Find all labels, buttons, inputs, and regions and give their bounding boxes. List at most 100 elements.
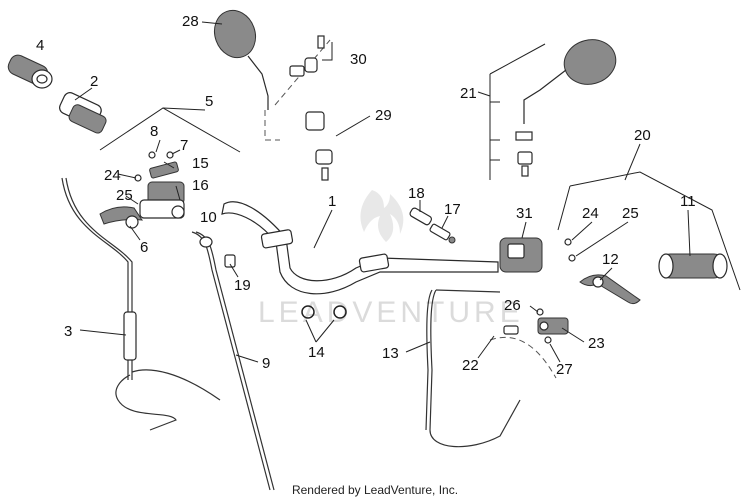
flame-logo-icon [360,190,404,242]
leader-26 [529,305,539,313]
leader-31 [521,221,527,239]
leader-11 [687,209,691,257]
callout-9: 9 [262,355,270,372]
leader-6 [129,225,141,241]
leader-7 [171,149,181,155]
leader-29 [335,115,371,137]
callout-14: 14 [308,344,325,361]
part-11-grip [658,253,728,279]
leader-30 [322,42,333,61]
callout-27: 27 [556,361,573,378]
leader-17 [441,215,449,229]
leader-2 [74,87,93,101]
callout-17: 17 [444,201,461,218]
part-13-cable-b [425,289,433,431]
callout-20: 20 [634,127,651,144]
callout-18: 18 [408,185,425,202]
dash-29 [264,110,280,141]
callout-4: 4 [36,37,44,54]
part-3-cable-upper [61,177,129,380]
part-1-handlebar [221,201,499,295]
leader-14a [305,319,317,343]
callout-5: 5 [205,93,213,110]
part-22-cable-end [503,325,519,335]
part-30-hardware [289,35,325,77]
leader-25b [575,221,629,257]
part-3-cable-branch [131,369,221,401]
callout-28: 28 [182,13,199,30]
dash-22 [489,336,557,379]
callout-19: 19 [234,277,251,294]
part-3-adjuster [123,311,137,361]
part-17-bar-end-bolt [429,223,456,244]
part-24-screw-right [564,238,572,246]
part-18-bar-end [409,207,433,226]
callout-24-left: 24 [104,167,121,184]
leader-1 [313,209,333,249]
callout-26: 26 [504,297,521,314]
group-5-bracket [99,107,241,153]
part-26-bolt [536,308,544,316]
leader-15 [163,161,175,169]
leader-21 [489,43,546,75]
part-23-clutch-perch [537,317,569,335]
part-7-8-screws [148,151,179,179]
callout-22: 22 [462,357,479,374]
callout-11: 11 [680,193,696,210]
part-14-clips [301,305,347,319]
leader-24a [117,173,137,179]
callout-29: 29 [375,107,392,124]
footer-credit: Rendered by LeadVenture, Inc. [291,483,459,497]
part-12-clutch-lever [579,274,641,305]
part-2-throttle-housing [59,92,107,134]
leader-20 [624,143,641,181]
callout-15: 15 [192,155,209,172]
part-3-cable-upper-b [65,177,133,380]
leader-5 [162,107,206,111]
callout-3: 3 [64,323,72,340]
leader-21b [477,91,491,97]
callout-2: 2 [90,73,98,90]
callout-25-right: 25 [622,205,639,222]
part-6-brake-lever [99,206,144,229]
callout-1: 1 [328,193,336,210]
leader-12 [599,267,613,281]
callout-6: 6 [140,239,148,256]
leader-27 [549,343,561,363]
callout-21: 21 [460,85,477,102]
callout-30: 30 [350,51,367,68]
callout-12: 12 [602,251,619,268]
leader-16 [175,185,181,201]
callout-16: 16 [192,177,209,194]
callout-10: 10 [200,209,217,226]
leader-19 [229,263,239,278]
callout-24-right: 24 [582,205,599,222]
part-13-cable [429,289,521,448]
leader-22 [477,335,495,359]
leader-24b [571,221,593,241]
part-29-spacers [305,111,333,181]
leader-3 [79,329,127,336]
part-25-screw-right [568,254,576,262]
part-13-cable-top [435,289,501,293]
part-28-mirror-left [213,9,269,110]
part-31-switch-housing [499,237,543,273]
leader-13 [405,341,431,353]
callout-7: 7 [180,137,188,154]
callout-8: 8 [150,123,158,140]
part-9-cable-b [195,231,275,491]
leader-9 [235,354,259,363]
callout-31: 31 [516,205,533,222]
bracket-21 [489,74,500,180]
part-3-cable-lower [115,374,177,431]
callout-23: 23 [588,335,605,352]
part-19-clip [224,254,236,268]
leader-14b [315,319,335,343]
part-9-cable [191,231,271,491]
part-27-nut [544,336,552,344]
part-10-nut [199,236,213,248]
watermark-text: LEADVENTURE [258,296,524,329]
leader-23 [561,327,585,343]
leader-25a [125,195,139,205]
